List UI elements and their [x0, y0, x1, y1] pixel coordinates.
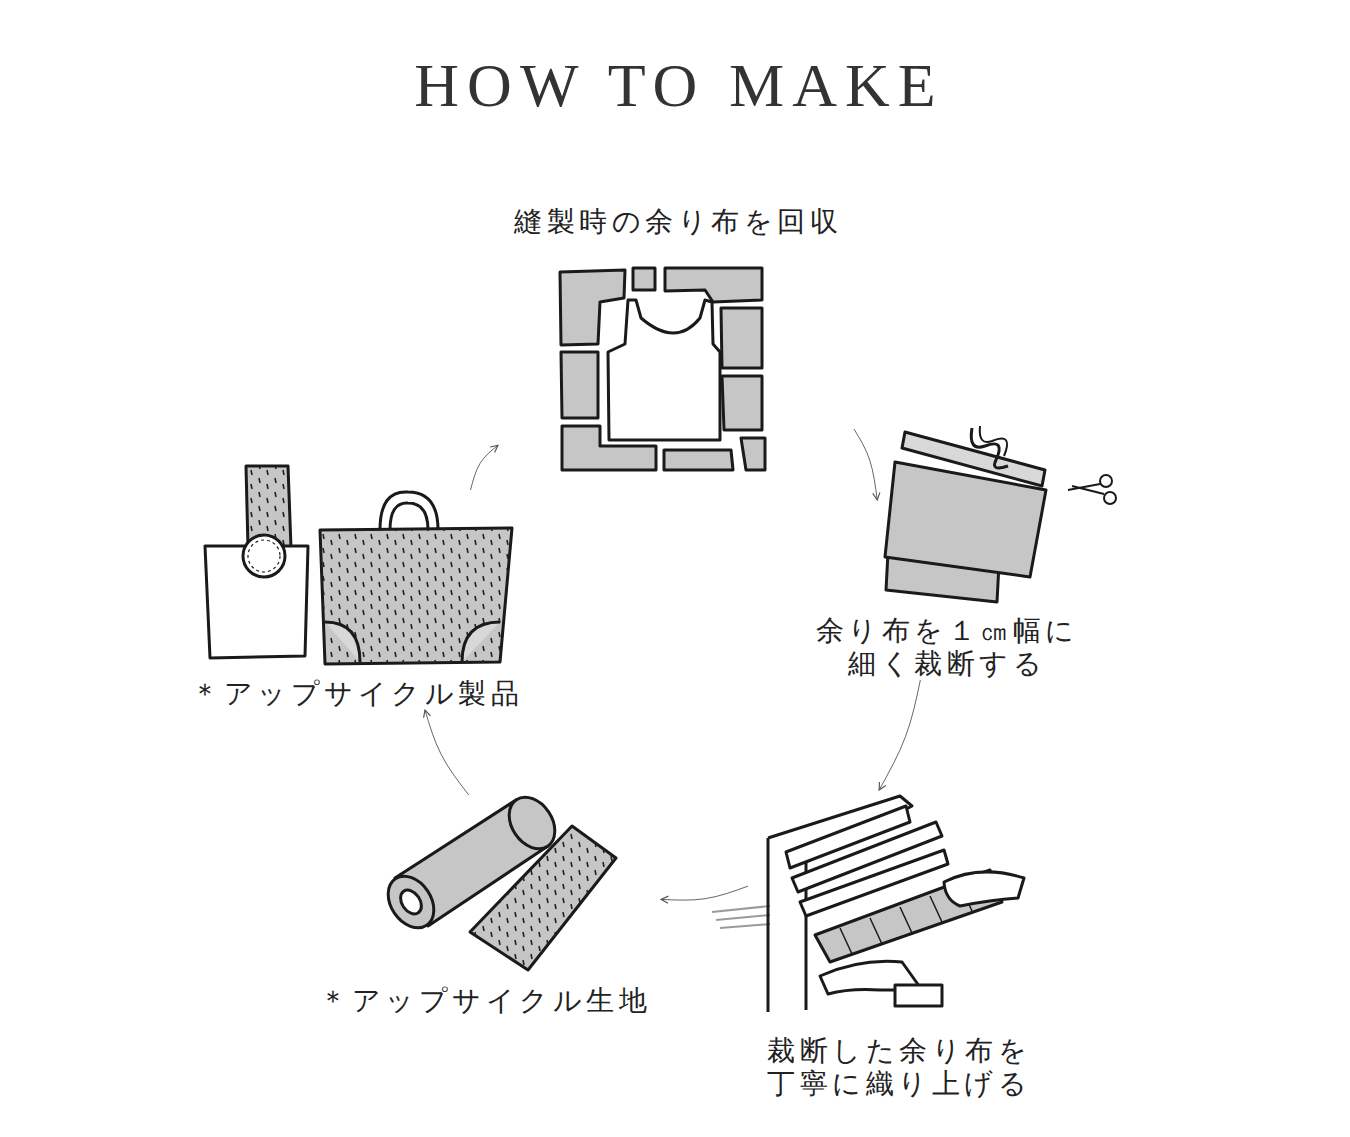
step-node: ＊アップサイクル製品 [180, 490, 530, 710]
drawing-stroke [320, 528, 512, 664]
drawing-stroke [500, 789, 564, 858]
drawing-stroke [722, 376, 762, 430]
drawing-stroke [560, 270, 625, 345]
drawing-stroke [558, 266, 768, 472]
drawing-stroke [721, 308, 762, 368]
scissors [1068, 475, 1116, 504]
step-node: ＊アップサイクル生地 [305, 795, 661, 1017]
drawing-stroke [325, 622, 360, 662]
step-caption: 余り布を１㎝幅に 細く裁断する [794, 614, 1095, 680]
drawing-stroke [712, 906, 770, 912]
flow-arrow [661, 886, 748, 900]
drawing-stroke [320, 528, 512, 664]
drawing-stroke [944, 872, 1024, 906]
drawing-stroke [902, 432, 1045, 486]
bags [205, 466, 512, 664]
drawing-stroke [1100, 475, 1112, 487]
drawing-stroke [900, 907, 912, 933]
cut-strips [885, 426, 1046, 602]
drawing-stroke [741, 438, 765, 470]
fabric-roll [379, 789, 616, 970]
drawing-stroke [665, 268, 762, 302]
fabric-scraps [558, 266, 768, 472]
drawing-stroke [895, 985, 942, 1006]
step-node: 縫製時の余り布を回収 [498, 205, 854, 475]
step-caption: ＊アップサイクル生地 [315, 984, 651, 1017]
drawing-stroke [870, 918, 882, 944]
drawing-stroke [720, 924, 770, 928]
loom [712, 796, 1024, 1012]
drawing-stroke [561, 352, 598, 418]
step-caption: ＊アップサイクル製品 [187, 677, 523, 710]
page-title: HOW TO MAKE [0, 50, 1350, 120]
drawing-stroke [980, 426, 1007, 456]
drawing-stroke [390, 503, 428, 530]
step-node: 余り布を１㎝幅に 細く裁断する [791, 500, 1099, 680]
step-caption: 裁断した余り布を 丁寧に織り上げる [748, 1034, 1046, 1100]
drawing-stroke [380, 492, 438, 530]
drawing-stroke [379, 868, 443, 937]
drawing-stroke [840, 928, 852, 954]
drawing-stroke [664, 450, 733, 470]
drawing-stroke [971, 428, 1008, 468]
drawing-stroke [608, 300, 720, 440]
drawing-stroke [1072, 486, 1104, 494]
drawing-stroke [930, 896, 942, 922]
drawing-stroke [248, 540, 280, 572]
motion-lines [712, 906, 770, 928]
drawing-stroke [396, 886, 425, 918]
step-node: 裁断した余り布を 丁寧に織り上げる [748, 790, 1046, 1100]
flow-arrow [879, 680, 920, 790]
drawing-stroke [462, 622, 500, 662]
drawing-stroke [633, 268, 655, 290]
drawing-stroke [716, 915, 770, 920]
flow-arrow [854, 429, 877, 500]
drawing-stroke [767, 838, 770, 1012]
drawing-stroke [1104, 492, 1116, 504]
step-caption: 縫製時の余り布を回収 [510, 205, 842, 238]
flow-arrow [471, 445, 499, 490]
drawing-stroke [243, 535, 285, 577]
flow-arrow [425, 710, 469, 795]
